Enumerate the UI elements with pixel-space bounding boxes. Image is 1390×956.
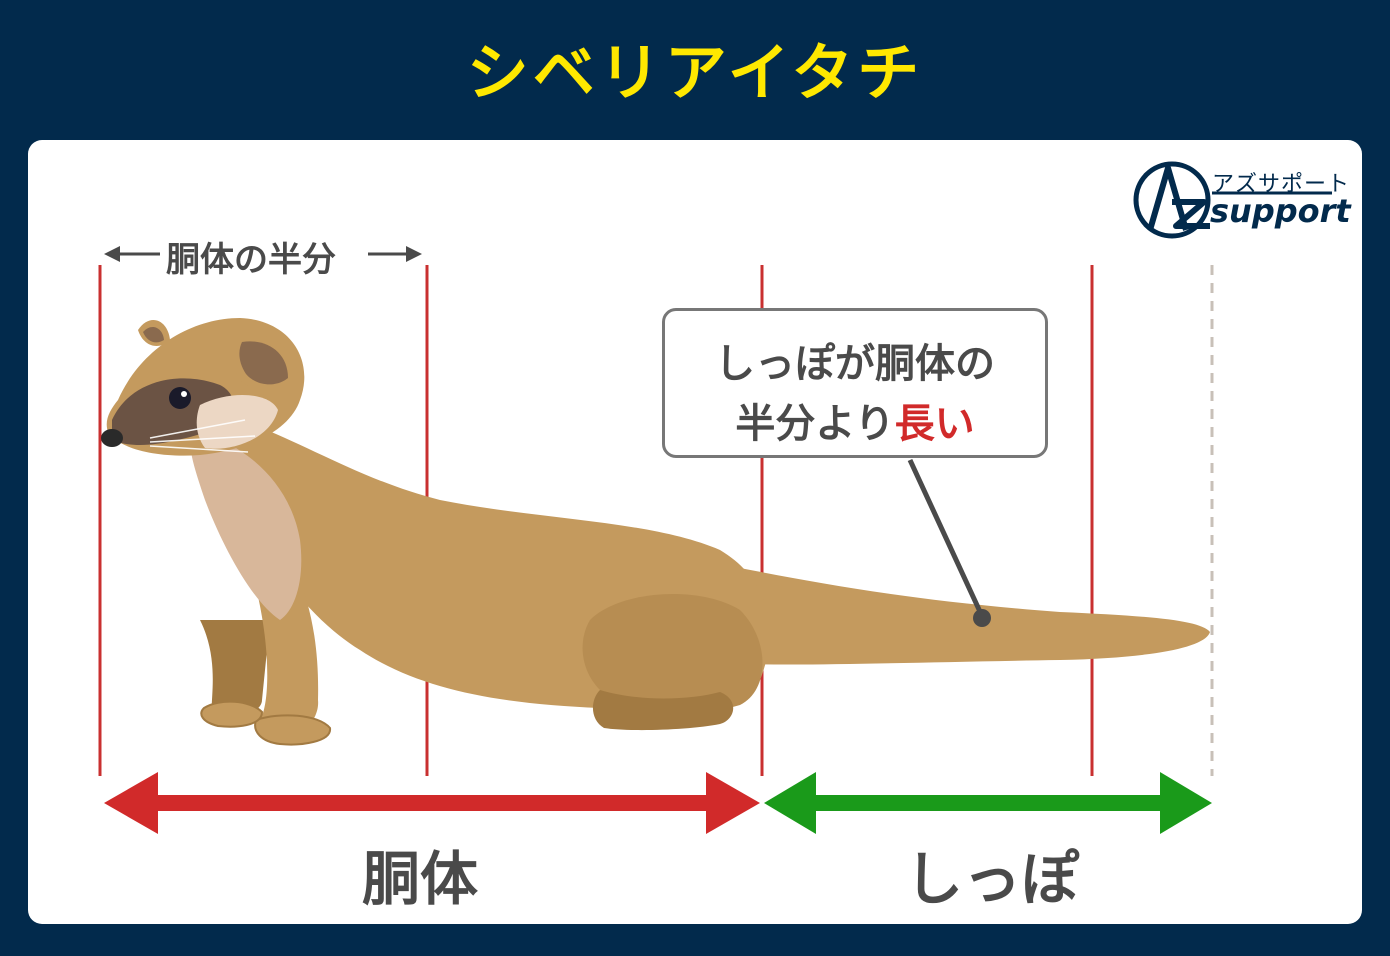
body-label: 胴体 xyxy=(362,845,479,913)
callout-highlight: 長い xyxy=(894,401,975,447)
body-length-arrow xyxy=(104,772,760,834)
callout-line-2-prefix: 半分より xyxy=(735,401,895,447)
tail-length-arrow xyxy=(764,772,1212,834)
callout-box: しっぽが胴体の 半分より長い xyxy=(662,308,1048,458)
weasel-illustration xyxy=(101,318,1210,746)
callout-line-1: しっぽが胴体の xyxy=(715,341,995,387)
half-body-label: 胴体の半分 xyxy=(166,240,336,280)
callout-line-2: 半分より長い xyxy=(665,391,1045,449)
callout-pointer-dot xyxy=(973,609,991,627)
az-logo-mark xyxy=(1133,161,1332,239)
logo-kana: アズサポート xyxy=(1212,172,1351,197)
logo-word: support xyxy=(1210,192,1351,230)
half-body-arrow xyxy=(104,246,422,262)
callout-pointer xyxy=(907,458,985,618)
page-title: シベリアイタチ xyxy=(466,36,924,109)
tail-label: しっぽ xyxy=(905,845,1080,913)
